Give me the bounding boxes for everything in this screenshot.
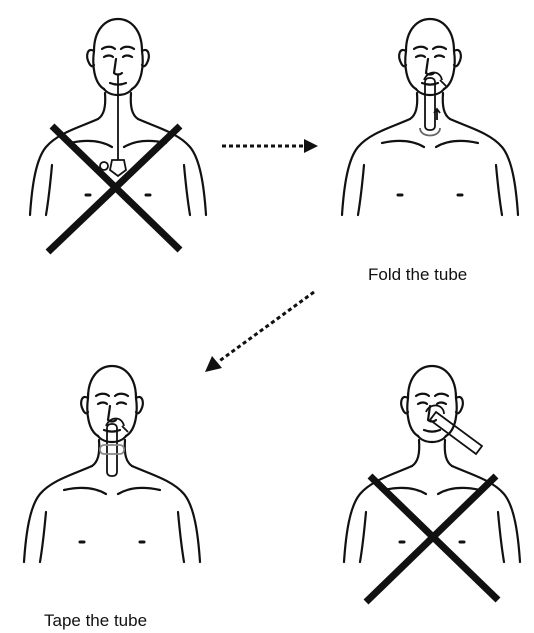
panel-bottom-right <box>344 366 520 602</box>
dotted-arrow-down-left <box>205 292 314 372</box>
fold-caption: Fold the tube <box>368 265 467 284</box>
tape-caption: Tape the tube <box>44 611 147 630</box>
cross-mark <box>366 476 498 602</box>
panel-bottom-left <box>24 366 200 562</box>
cross-mark <box>48 126 180 252</box>
sideways-tube <box>426 405 482 454</box>
taped-tube <box>100 419 128 477</box>
panel-top-right <box>342 19 518 215</box>
dotted-arrow-right <box>222 139 318 153</box>
panel-top-left <box>30 19 206 252</box>
